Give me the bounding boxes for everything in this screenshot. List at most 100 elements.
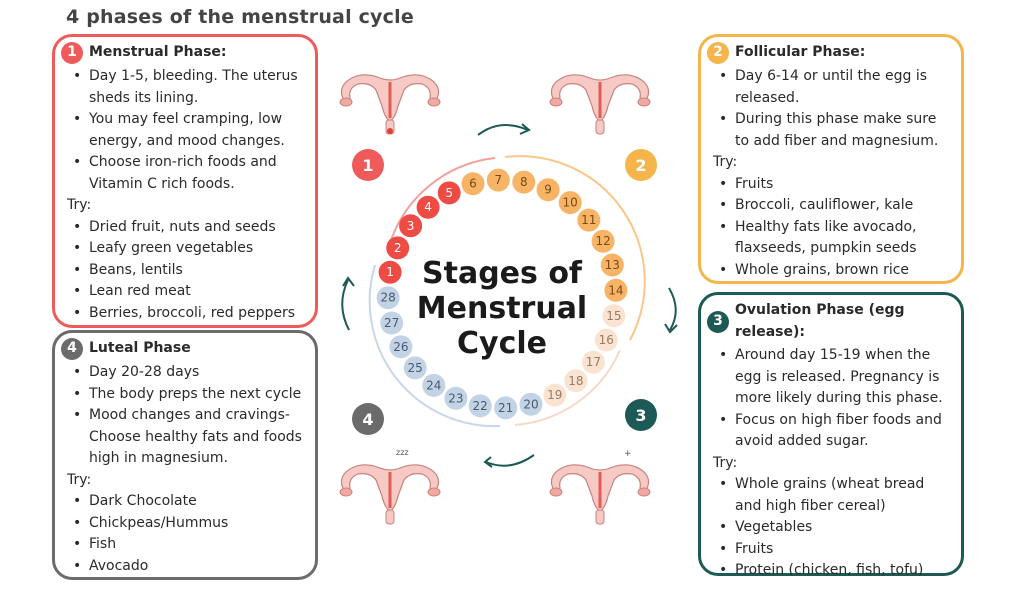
phase-number-badge: 4 xyxy=(61,338,83,360)
phase-number-badge: 1 xyxy=(61,42,83,64)
day-18-label: 18 xyxy=(568,374,583,388)
center-title-line-3: Cycle xyxy=(457,326,547,361)
list-item: Mood changes and cravings- Choose health… xyxy=(67,405,305,470)
day-19-label: 19 xyxy=(547,388,562,402)
list-item: Whole grains (wheat bread and high fiber… xyxy=(713,474,951,517)
list-item: Choose iron-rich foods and Vitamin C ric… xyxy=(67,152,305,195)
try-label: Try: xyxy=(713,454,738,471)
list-item: Around day 15-19 when the egg is release… xyxy=(713,345,951,410)
day-26-circle xyxy=(389,335,413,359)
luteal-arc xyxy=(368,264,501,428)
list-item: Day 6-14 or until the egg is released. xyxy=(713,66,951,109)
day-23-circle xyxy=(444,386,468,410)
phase-title: Follicular Phase: xyxy=(735,44,866,61)
phase-1-label: 1 xyxy=(362,156,373,175)
day-5-circle xyxy=(437,181,461,205)
phase-title: Luteal Phase xyxy=(89,340,191,357)
day-12-label: 12 xyxy=(595,234,610,248)
day-8-label: 8 xyxy=(520,175,528,189)
list-item: During this phase make sure to add fiber… xyxy=(713,109,951,152)
list-item: Vegetables xyxy=(713,517,951,539)
phase-2-label: 2 xyxy=(635,156,646,175)
day-11-label: 11 xyxy=(581,213,596,227)
day-27-label: 27 xyxy=(384,316,399,330)
follicular-arc xyxy=(504,155,646,341)
phase-4-marker xyxy=(352,403,384,435)
follicular-phase-card: 2 Follicular Phase: Day 6-14 or until th… xyxy=(698,34,964,284)
day-6-circle xyxy=(461,172,485,196)
phase-1-marker xyxy=(352,149,384,181)
try-label: Try: xyxy=(67,197,92,213)
list-item: Broccoli, cauliflower, kale xyxy=(713,195,951,217)
day-14-label: 14 xyxy=(608,283,623,297)
ovulation-phase-card: 3 Ovulation Phase (egg release): Around … xyxy=(698,292,964,581)
day-25-label: 25 xyxy=(408,361,423,375)
phase-title: Ovulation Phase (egg release): xyxy=(735,302,905,340)
food-list: Fruits Broccoli, cauliflower, kale Healt… xyxy=(713,174,951,282)
day-19-circle xyxy=(543,383,567,407)
day-15-label: 15 xyxy=(606,309,621,323)
day-28-circle xyxy=(376,286,400,310)
ovulation-arc xyxy=(514,349,621,426)
day-13-circle xyxy=(600,253,624,277)
day-15-circle xyxy=(602,304,626,328)
day-17-circle xyxy=(581,350,605,374)
food-list: Dark Chocolate Chickpeas/Hummus Fish Avo… xyxy=(67,491,305,577)
uterus-illustration-menstrual xyxy=(338,73,442,136)
arrow-to-luteal xyxy=(485,454,535,467)
list-item: Berries, broccoli, red peppers xyxy=(67,303,305,325)
day-4-circle xyxy=(416,195,440,219)
list-item: Focus on high fiber foods and avoid adde… xyxy=(713,410,951,453)
phase-description-list: Around day 15-19 when the egg is release… xyxy=(713,345,951,453)
try-label: Try: xyxy=(67,471,92,488)
day-21-circle xyxy=(494,396,518,420)
phase-3-marker xyxy=(625,399,657,431)
phase-3-label: 3 xyxy=(635,406,646,425)
day-7-circle xyxy=(486,168,510,192)
day-12-circle xyxy=(591,229,615,253)
arrow-to-menstrual xyxy=(341,279,350,331)
phase-description-list: Day 1-5, bleeding. The uterus sheds its … xyxy=(67,66,305,195)
day-27-circle xyxy=(380,311,404,335)
day-25-circle xyxy=(403,356,427,380)
day-1-label: 1 xyxy=(386,265,394,279)
list-item: Dried fruit, nuts and seeds xyxy=(67,217,305,239)
day-17-label: 17 xyxy=(586,355,601,369)
day-3-label: 3 xyxy=(407,219,415,233)
list-item: Chickpeas/Hummus xyxy=(67,513,305,535)
blood-drop-icon xyxy=(387,128,393,134)
phase-description-list: Day 20-28 days The body preps the next c… xyxy=(67,362,305,470)
day-9-circle xyxy=(536,178,560,202)
list-item: The body preps the next cycle xyxy=(67,384,305,406)
uterus-illustration-luteal xyxy=(338,463,442,526)
page-title: 4 phases of the menstrual cycle xyxy=(66,6,414,28)
day-16-circle xyxy=(594,328,618,352)
list-item: Healthy fats like avocado, flaxseeds, pu… xyxy=(713,217,951,260)
list-item: Lean red meat xyxy=(67,281,305,303)
uterus-illustration-follicular xyxy=(548,73,652,136)
center-title-line-1: Stages of xyxy=(422,256,583,291)
day-13-label: 13 xyxy=(605,258,620,272)
day-1-circle xyxy=(378,260,402,284)
list-item: Fruits xyxy=(713,174,951,196)
day-10-label: 10 xyxy=(563,196,578,210)
day-26-label: 26 xyxy=(393,340,408,354)
phase-number-badge: 2 xyxy=(707,42,729,64)
day-7-label: 7 xyxy=(494,173,502,187)
list-item: Whole grains, brown rice xyxy=(713,260,951,282)
list-item: Day 20-28 days xyxy=(67,362,305,384)
day-23-label: 23 xyxy=(448,391,463,405)
day-3-circle xyxy=(399,214,423,238)
day-9-label: 9 xyxy=(544,183,552,197)
sleep-icon: zzz xyxy=(396,448,409,457)
day-21-label: 21 xyxy=(498,401,513,415)
food-list: Dried fruit, nuts and seeds Leafy green … xyxy=(67,217,305,325)
day-10-circle xyxy=(558,191,582,215)
day-2-label: 2 xyxy=(394,241,402,255)
egg-icon: + xyxy=(624,449,632,459)
day-2-circle xyxy=(386,236,410,260)
arrow-to-follicular xyxy=(477,124,529,136)
day-8-circle xyxy=(512,170,536,194)
list-item: Avocado xyxy=(67,556,305,578)
